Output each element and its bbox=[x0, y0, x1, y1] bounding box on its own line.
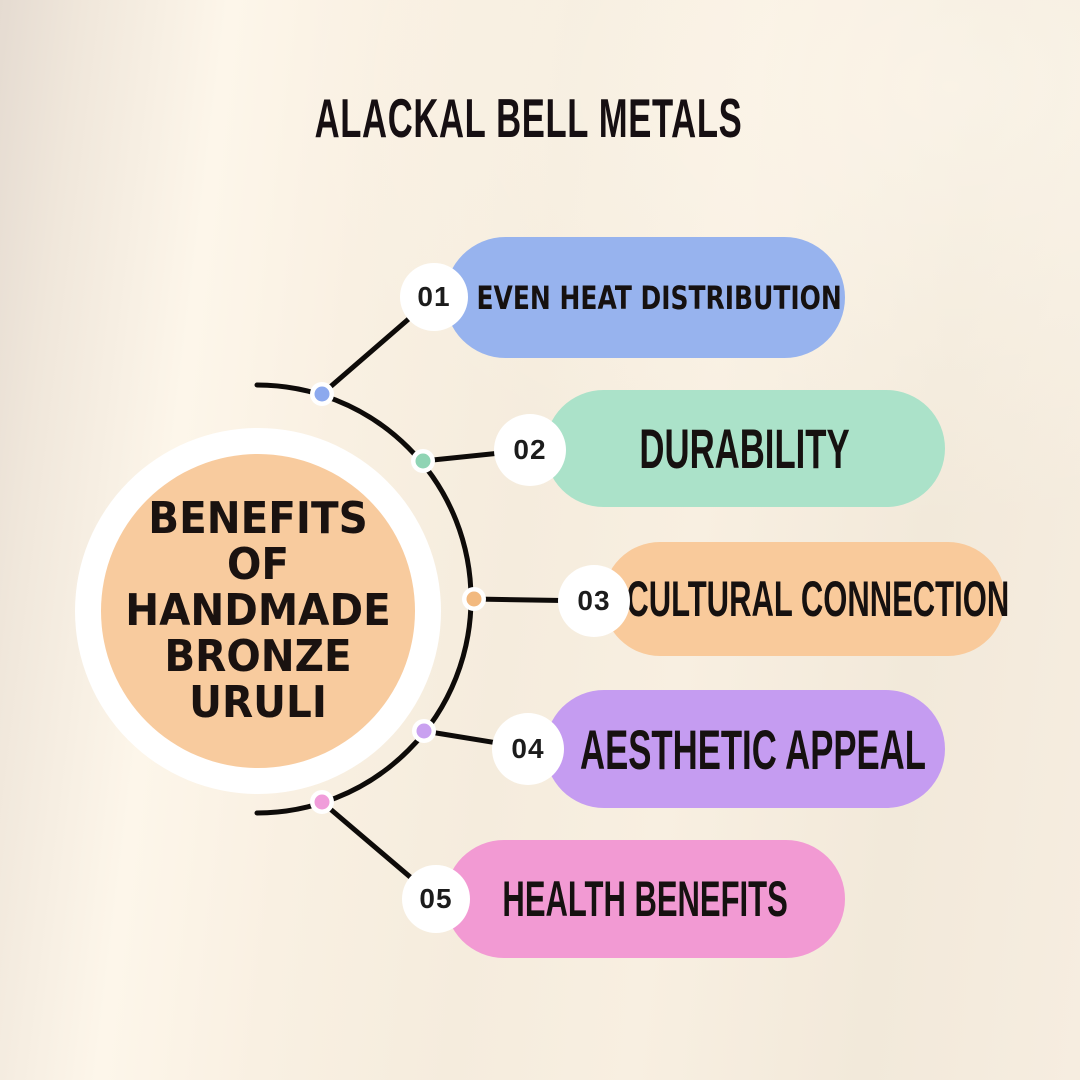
step-number-1: 01 bbox=[400, 263, 468, 331]
central-circle-ring: BENEFITS OF HANDMADE BRONZE URULI bbox=[75, 428, 441, 794]
benefit-label-3: CULTURAL CONNECTION bbox=[626, 571, 1010, 627]
benefit-pill-5: HEALTH BENEFITS bbox=[445, 840, 845, 958]
central-title-line-3: BRONZE bbox=[164, 631, 352, 682]
node-dot-4 bbox=[412, 719, 436, 743]
central-circle: BENEFITS OF HANDMADE BRONZE URULI bbox=[101, 454, 415, 768]
step-number-1-text: 01 bbox=[417, 281, 451, 312]
step-number-5-text: 05 bbox=[419, 883, 453, 914]
benefit-label-1: EVEN HEAT DISTRIBUTION bbox=[476, 278, 842, 317]
central-title-line-2: HANDMADE bbox=[125, 585, 391, 636]
node-dot-1 bbox=[310, 382, 334, 406]
step-number-4: 04 bbox=[492, 713, 564, 785]
step-number-3-text: 03 bbox=[577, 585, 611, 616]
node-dot-5 bbox=[310, 790, 334, 814]
benefit-pill-1: EVEN HEAT DISTRIBUTION bbox=[445, 237, 845, 358]
node-dot-3 bbox=[462, 587, 486, 611]
step-number-4-text: 04 bbox=[511, 733, 545, 764]
benefit-label-4: AESTHETIC APPEAL bbox=[580, 717, 926, 781]
brand-title: ALACKAL BELL METALS bbox=[314, 87, 743, 149]
central-title-line-1: BENEFITS OF bbox=[148, 493, 368, 590]
step-number-5: 05 bbox=[402, 865, 470, 933]
central-title-line-4: URULI bbox=[189, 677, 327, 728]
benefit-pill-3: CULTURAL CONNECTION bbox=[603, 542, 1009, 656]
node-dot-2 bbox=[411, 449, 435, 473]
header: ALACKAL BELL METALS bbox=[0, 87, 1057, 149]
step-number-2: 02 bbox=[494, 414, 566, 486]
step-number-3: 03 bbox=[558, 565, 630, 637]
benefit-label-2: DURABILITY bbox=[639, 417, 851, 480]
benefit-pill-4: AESTHETIC APPEAL bbox=[545, 690, 945, 808]
benefit-label-5: HEALTH BENEFITS bbox=[502, 871, 788, 927]
benefit-pill-2: DURABILITY bbox=[545, 390, 945, 507]
step-number-2-text: 02 bbox=[513, 434, 547, 465]
central-title: BENEFITS OF HANDMADE BRONZE URULI bbox=[114, 454, 403, 768]
